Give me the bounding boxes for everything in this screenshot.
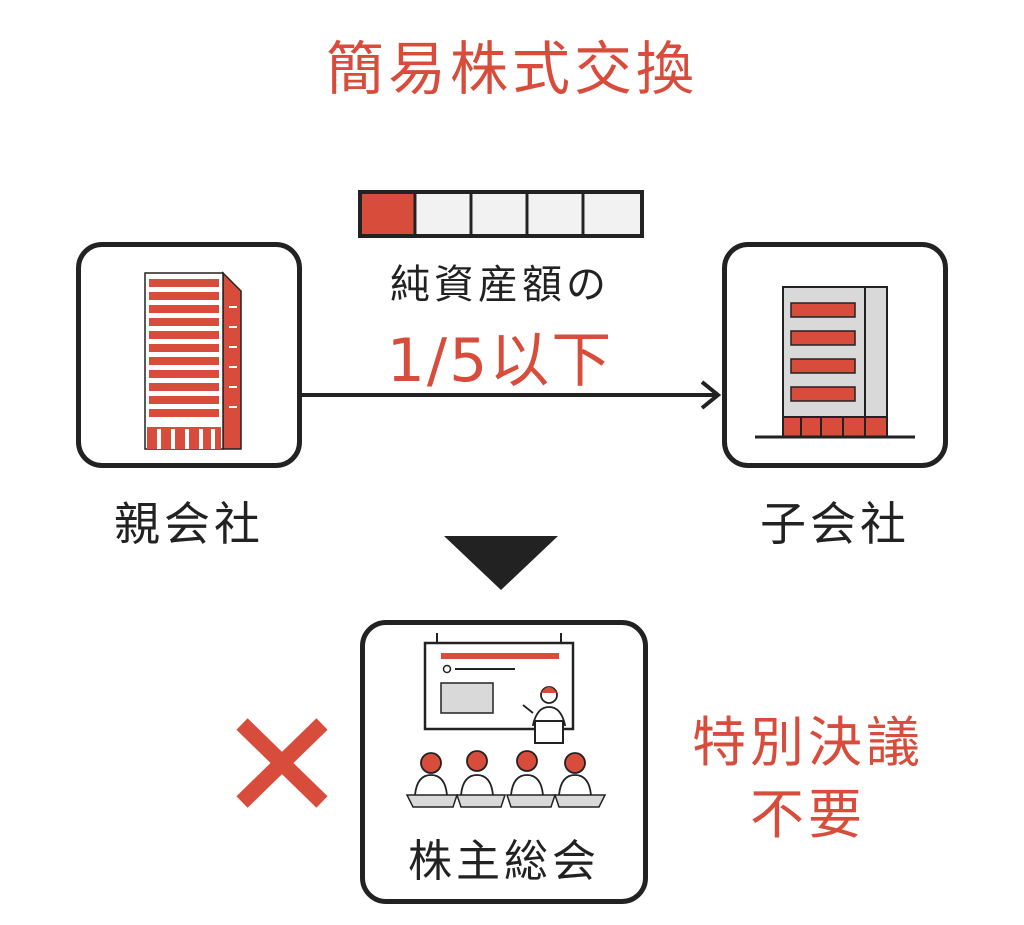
audience-presentation-icon: [405, 633, 607, 808]
ratio-segment: [417, 194, 469, 234]
condition-line1: 純資産額の: [390, 262, 610, 308]
ratio-bar: [358, 190, 644, 238]
small-building-icon: [755, 286, 915, 439]
down-triangle-icon: [444, 536, 558, 590]
right-arrow-icon: [302, 380, 722, 410]
tall-building-icon: [144, 271, 242, 450]
cross-icon: [234, 718, 330, 808]
shareholders-meeting-label: 株主総会: [408, 836, 600, 887]
ratio-segment: [585, 194, 640, 234]
ratio-bar-graphic: [358, 190, 644, 238]
result-line1: 特別決議: [692, 711, 924, 774]
subsidiary-label: 子会社: [760, 497, 910, 551]
shareholders-meeting-box: 株主総会: [360, 620, 648, 904]
parent-company-label: 親会社: [114, 497, 264, 551]
parent-company-box: [76, 242, 302, 468]
ratio-segment: [529, 194, 581, 234]
page-title: 簡易株式交換: [325, 35, 698, 103]
exchange-arrow: [302, 380, 724, 410]
ratio-segment-filled: [362, 194, 414, 234]
result-line2: 不要: [750, 783, 866, 846]
ratio-segment: [473, 194, 525, 234]
condition-line2: 1/5以下: [386, 326, 614, 396]
subsidiary-box: [722, 242, 948, 468]
